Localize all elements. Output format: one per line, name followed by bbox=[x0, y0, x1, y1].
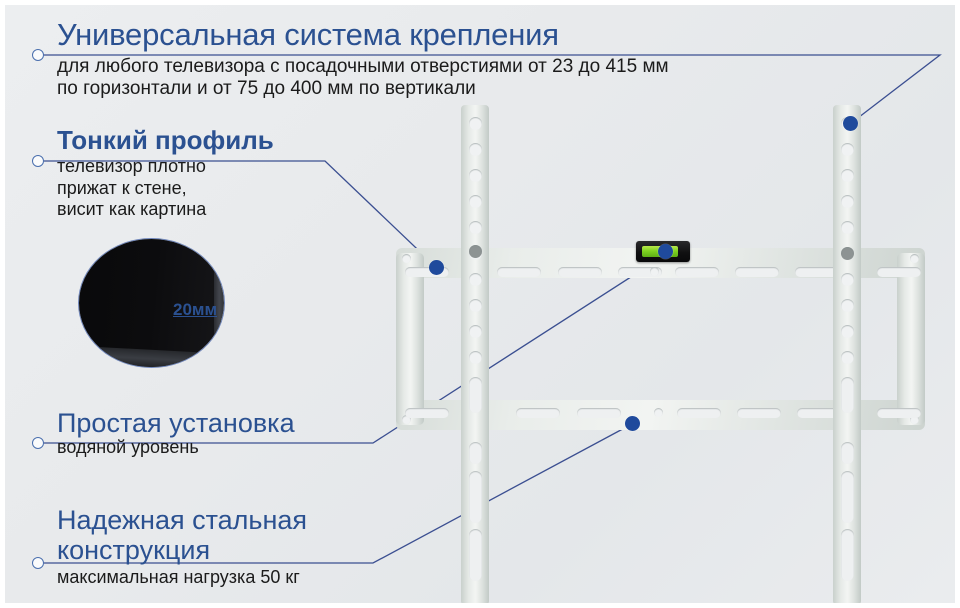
callout-title-line: конструкция bbox=[57, 535, 211, 566]
tv-thickness-photo-inset bbox=[78, 238, 225, 368]
top-rail-slot bbox=[877, 267, 921, 277]
tv-arm-hole bbox=[469, 221, 482, 234]
corner-hole-bl bbox=[402, 415, 411, 424]
top-rail-slot bbox=[735, 267, 779, 277]
connector-dot-universal bbox=[843, 116, 858, 131]
tv-arm-hole-dark bbox=[841, 247, 854, 260]
top-rail-slot bbox=[675, 267, 719, 277]
callout-title-line: Надежная стальная bbox=[57, 505, 308, 535]
tv-arm-slot bbox=[469, 529, 482, 581]
tv-arm-hole bbox=[469, 325, 482, 338]
top-rail-slot bbox=[405, 267, 449, 277]
callout-subtitle-line: прижат к стене, bbox=[57, 177, 187, 198]
tv-arm-hole bbox=[841, 351, 854, 364]
tv-arm-hole bbox=[841, 325, 854, 338]
marker-ring-slim bbox=[32, 155, 44, 167]
top-rail-slot bbox=[618, 267, 662, 277]
callout-universal-mounting-system: Универсальная система крепления для любо… bbox=[57, 17, 669, 100]
callout-subtitle-line: телевизор плотно bbox=[57, 156, 206, 177]
bottom-rail-slot bbox=[737, 408, 781, 418]
tv-arm-hole-dark bbox=[469, 245, 482, 258]
callout-slim-profile: Тонкий профиль телевизор плотно прижат к… bbox=[57, 125, 274, 220]
wall-plate-right-upright bbox=[897, 253, 925, 425]
callout-subtitle-line: по горизонтали и от 75 до 400 мм по верт… bbox=[57, 77, 476, 99]
bottom-rail-slot bbox=[516, 408, 560, 418]
tv-arm-hole bbox=[469, 169, 482, 182]
callout-steel-construction: Надежная стальная конструкция максимальн… bbox=[57, 505, 307, 589]
tv-arm-hole bbox=[841, 195, 854, 208]
connector-dot-slim bbox=[429, 260, 444, 275]
tv-arm-hole bbox=[469, 273, 482, 286]
bottom-rail-slot bbox=[677, 408, 721, 418]
bottom-rail-slot bbox=[877, 408, 921, 418]
tv-arm-slot bbox=[469, 471, 482, 523]
tv-arm-slot bbox=[841, 442, 854, 464]
tv-arm-hole bbox=[469, 117, 482, 130]
top-rail-slot bbox=[558, 267, 602, 277]
top-rail-hole bbox=[650, 267, 659, 276]
tv-arm-hole bbox=[469, 351, 482, 364]
tv-arm-hole bbox=[469, 195, 482, 208]
callout-title: Простая установка bbox=[57, 408, 295, 438]
callout-title: Универсальная система крепления bbox=[57, 17, 559, 52]
tv-arm-slot bbox=[469, 377, 482, 413]
callout-title: Тонкий профиль bbox=[57, 125, 274, 155]
bottom-rail-slot bbox=[577, 408, 621, 418]
tv-arm-hole bbox=[841, 221, 854, 234]
tv-arm-slot bbox=[841, 471, 854, 523]
tv-arm-hole bbox=[841, 299, 854, 312]
callout-subtitle-line: для любого телевизора с посадочными отве… bbox=[57, 55, 669, 77]
wall-plate-left-upright bbox=[396, 253, 424, 425]
tv-arm-hole bbox=[841, 169, 854, 182]
callout-subtitle-line: висит как картина bbox=[57, 198, 207, 219]
connector-dot-steel bbox=[625, 416, 640, 431]
tv-arm-hole bbox=[469, 299, 482, 312]
marker-ring-universal bbox=[32, 49, 44, 61]
corner-hole-br bbox=[910, 415, 919, 424]
tv-arm-slot bbox=[469, 442, 482, 464]
marker-ring-steel bbox=[32, 557, 44, 569]
callout-subtitle-line: максимальная нагрузка 50 кг bbox=[57, 567, 300, 588]
tv-arm-slot bbox=[841, 529, 854, 581]
top-rail-slot bbox=[795, 267, 839, 277]
corner-hole-tl bbox=[402, 254, 411, 263]
connector-dot-level bbox=[658, 244, 673, 259]
bottom-rail-hole bbox=[654, 408, 663, 417]
callout-subtitle-line: водяной уровень bbox=[57, 437, 199, 458]
tv-arm-hole bbox=[841, 143, 854, 156]
bottom-rail-slot bbox=[405, 408, 449, 418]
tv-arm-hole bbox=[841, 273, 854, 286]
top-rail-slot bbox=[497, 267, 541, 277]
corner-hole-tr bbox=[910, 254, 919, 263]
bottom-rail-slot bbox=[797, 408, 841, 418]
tv-arm-hole bbox=[469, 143, 482, 156]
callout-easy-installation: Простая установка водяной уровень bbox=[57, 409, 295, 459]
tv-arm-slot bbox=[841, 377, 854, 413]
marker-ring-easy bbox=[32, 437, 44, 449]
thickness-label: 20мм bbox=[173, 300, 218, 319]
